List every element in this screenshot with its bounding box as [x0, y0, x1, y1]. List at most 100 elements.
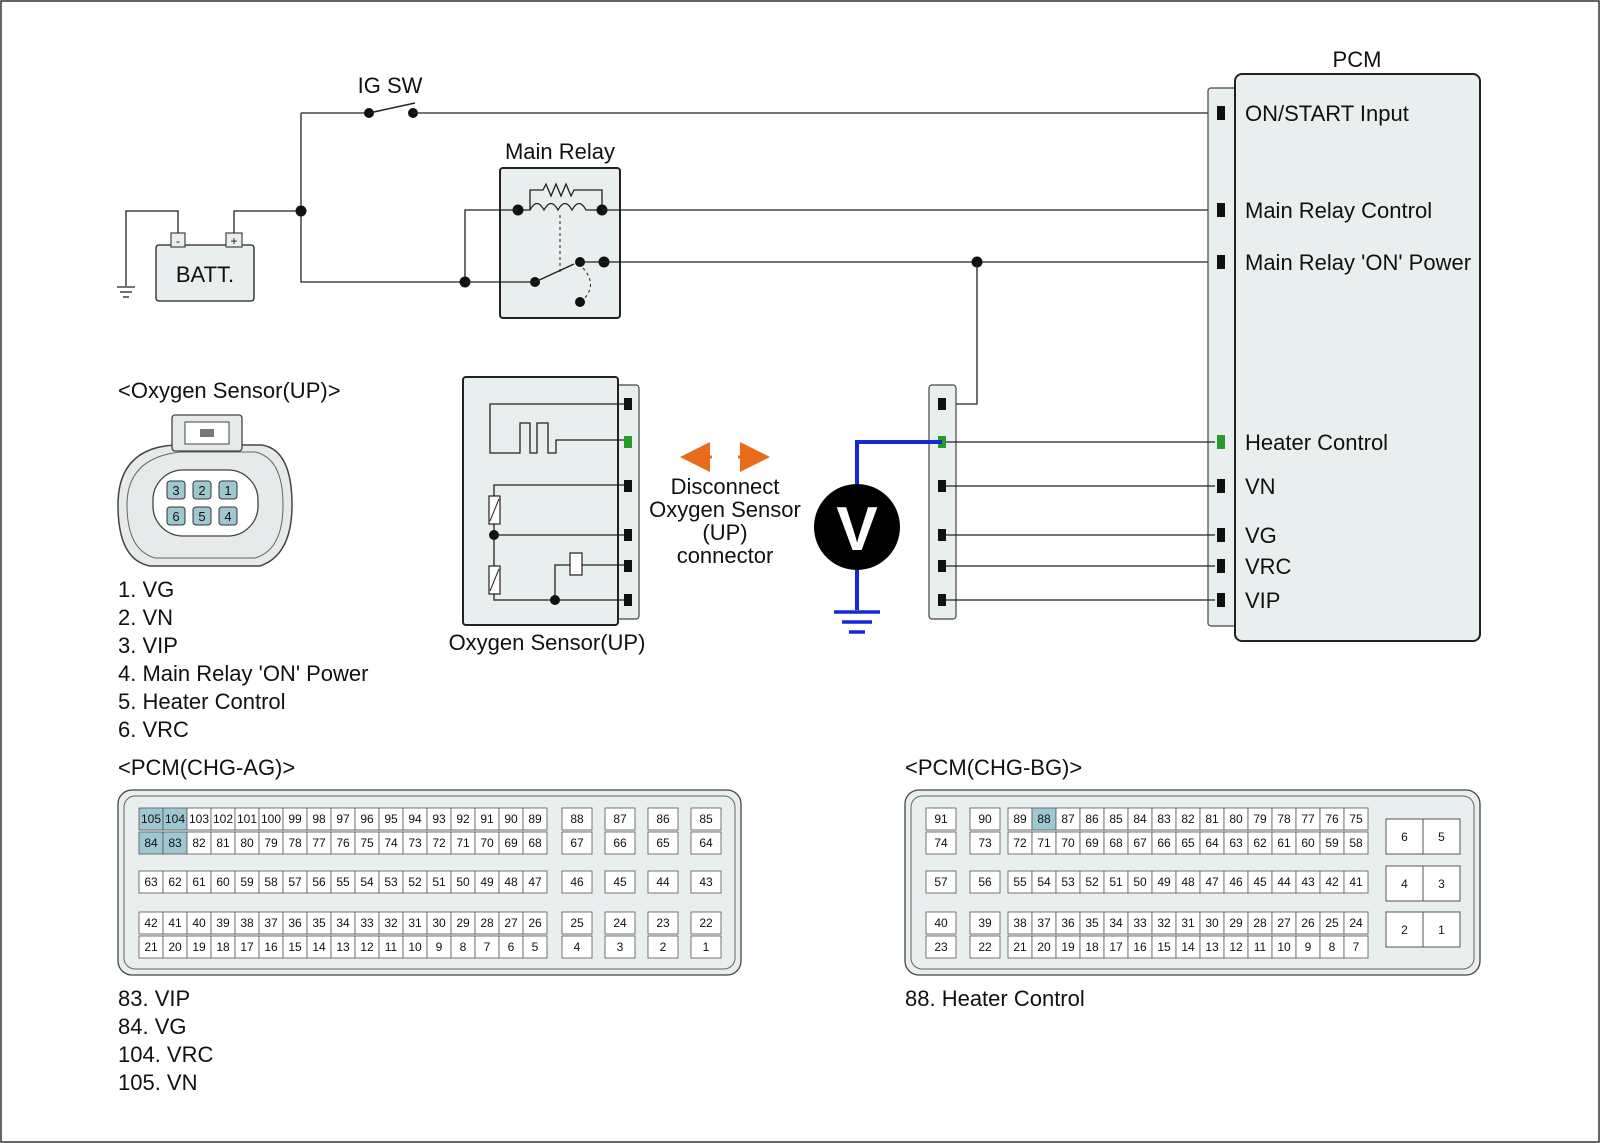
battery-plus-label: +	[230, 234, 237, 248]
pcm-bg-pin-label: 35	[1085, 916, 1099, 930]
pcm-ag-pin-label: 40	[192, 916, 206, 930]
pcm-bg-pin-label: 77	[1301, 812, 1315, 826]
pcm-bg-pin-label: 88	[1037, 812, 1051, 826]
pcm-ag-pin-item: 83. VIP	[118, 986, 190, 1011]
pcm-bg-pin-label: 49	[1157, 875, 1171, 889]
pcm-bg-pin	[1422, 818, 1461, 855]
pcm-ag-pin-label: 14	[312, 940, 326, 954]
pcm-bg-pin-label: 1	[1438, 923, 1445, 937]
pcm-ag-pin-label: 64	[699, 836, 713, 850]
o2-face-pin-label: 4	[224, 509, 231, 524]
pcm-ag-pin	[522, 807, 548, 831]
pcm-bg-pin-label: 80	[1229, 812, 1243, 826]
pcm-bg-title: <PCM(CHG-BG)>	[905, 755, 1082, 780]
pcm-bg-pin-label: 11	[1254, 940, 1267, 954]
pcm-bg-pin-label: 72	[1013, 836, 1027, 850]
pcm-ag-pin-label: 97	[336, 812, 350, 826]
pcm-bg-pin	[1343, 831, 1369, 855]
pcm-ag-pin	[604, 870, 636, 894]
pcm-ag-pin-label: 102	[213, 812, 233, 826]
pcm-ag-pin-label: 15	[288, 940, 302, 954]
pcm-ag-pin-label: 17	[240, 940, 254, 954]
pcm-ag-pin-label: 45	[613, 875, 627, 889]
pcm-terminal-pin	[1217, 106, 1225, 120]
pcm-bg-pin-label: 5	[1438, 830, 1445, 844]
pcm-ag-pin-label: 20	[168, 940, 182, 954]
pcm-terminal-label: VIP	[1245, 588, 1280, 613]
pcm-bg-pin-label: 9	[1305, 940, 1312, 954]
pcm-bg-pin-label: 67	[1133, 836, 1147, 850]
ground-symbol-battery	[117, 286, 135, 298]
pcm-bg-pin-label: 25	[1325, 916, 1339, 930]
pcm-ag-pin-label: 81	[216, 836, 230, 850]
o2-face-pin	[166, 506, 186, 526]
pcm-terminal-label: Heater Control	[1245, 430, 1388, 455]
pcm-ag-pin-label: 57	[288, 875, 302, 889]
o2-face-pin-label: 1	[224, 483, 231, 498]
o2-face-pin-label: 5	[198, 509, 205, 524]
pcm-ag-pin	[690, 807, 722, 831]
o2-sensor-pin	[624, 529, 632, 541]
o2-sensor-pin	[624, 398, 632, 410]
pcm-bg-pin-label: 39	[978, 916, 992, 930]
pcm-ag-pin-item: 105. VN	[118, 1070, 198, 1095]
o2-face-pin	[192, 506, 212, 526]
pcm-ag-pin	[647, 911, 679, 935]
pcm-ag-pin-label: 8	[460, 940, 467, 954]
disconnect-text-line: (UP)	[702, 520, 747, 545]
pcm-bg-pin	[925, 870, 957, 894]
ig-switch-label: IG SW	[358, 73, 423, 98]
pcm-ag-pin	[604, 911, 636, 935]
o2-pin-item: 5. Heater Control	[118, 689, 286, 714]
pcm-ag-pin	[561, 870, 593, 894]
pcm-ag-pin	[522, 870, 548, 894]
pcm-bg-pin-label: 38	[1013, 916, 1027, 930]
pcm-bg-pin-label: 91	[934, 812, 948, 826]
pcm-bg-pin-label: 19	[1061, 940, 1075, 954]
pcm-ag-pin-label: 63	[144, 875, 158, 889]
pcm-bg-pin-label: 52	[1085, 875, 1099, 889]
pcm-bg-pin-label: 46	[1229, 875, 1243, 889]
pcm-ag-pin-label: 74	[384, 836, 398, 850]
pcm-bg-pin-label: 70	[1061, 836, 1075, 850]
pcm-ag-pin-label: 60	[216, 875, 230, 889]
pcm-ag-pin-label: 22	[699, 916, 713, 930]
pcm-ag-pin-label: 88	[570, 812, 584, 826]
pcm-bg-pin-label: 79	[1253, 812, 1267, 826]
pcm-ag-pin-label: 9	[436, 940, 443, 954]
pcm-ag-pin	[561, 935, 593, 959]
pcm-bg-pin-label: 21	[1013, 940, 1027, 954]
pcm-ag-pin-label: 77	[312, 836, 326, 850]
pcm-ag-pin-label: 72	[432, 836, 446, 850]
pcm-ag-pin	[561, 911, 593, 935]
pcm-bg-pin-label: 17	[1109, 940, 1123, 954]
o2-sensor-pin	[624, 436, 632, 448]
pcm-ag-pin	[690, 831, 722, 855]
pcm-ag-pin-label: 101	[237, 812, 257, 826]
pcm-ag-pin-label: 84	[144, 836, 158, 850]
o2-sensor-label: Oxygen Sensor(UP)	[449, 630, 646, 655]
pcm-ag-pin-label: 71	[456, 836, 470, 850]
pcm-bg-pin-label: 74	[934, 836, 948, 850]
pcm-ag-pin-label: 70	[480, 836, 494, 850]
pcm-ag-pin	[561, 831, 593, 855]
pcm-ag-pin-label: 16	[264, 940, 278, 954]
pcm-ag-pin-label: 92	[456, 812, 470, 826]
pcm-bg-pin-label: 60	[1301, 836, 1315, 850]
pcm-ag-pin-label: 58	[264, 875, 278, 889]
pcm-ag-pin-label: 105	[141, 812, 161, 826]
pcm-terminal-label: Main Relay 'ON' Power	[1245, 250, 1471, 275]
pcm-bg-pin-label: 58	[1349, 836, 1363, 850]
o2-face-pin-label: 3	[172, 483, 179, 498]
main-relay-label: Main Relay	[505, 139, 615, 164]
pcm-ag-pin-label: 85	[699, 812, 713, 826]
pcm-ag-pin-label: 65	[656, 836, 670, 850]
pcm-ag-pin-label: 56	[312, 875, 326, 889]
voltmeter: V	[814, 440, 942, 634]
